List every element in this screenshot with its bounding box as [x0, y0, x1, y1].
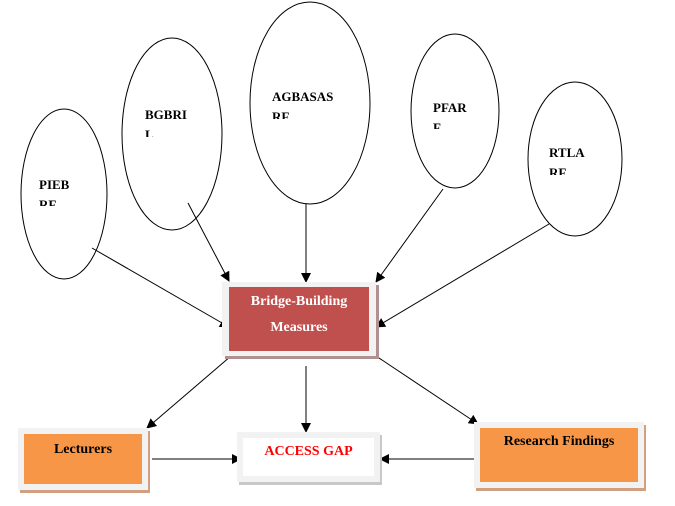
center-box-fill: Bridge-Building Measures: [229, 287, 369, 351]
ellipse-agbasas: [249, 1, 371, 205]
lecturers-fill: Lecturers: [24, 434, 142, 484]
arrow-pieb-to-center: [91, 247, 230, 328]
ellipse-bgbril: [121, 37, 223, 231]
ellipse-pieb-label: PIEB: [39, 177, 70, 192]
arrow-center-to-lecturers: [146, 355, 232, 429]
ellipse-rtla-label-2: RF: [549, 165, 566, 180]
center-label-1: Bridge-Building: [250, 294, 348, 309]
arrow-bgbril-to-center: [187, 202, 230, 282]
arrow-rtla-to-center: [375, 223, 550, 328]
ellipse-agbasas-label-2: RF: [272, 109, 289, 124]
ellipse-pfarf: [410, 33, 500, 189]
ellipse-rtla-label: RTLA: [549, 145, 585, 160]
research-findings-fill: Research Findings: [480, 428, 638, 482]
arrow-center-to-research: [375, 355, 479, 425]
ellipse-pfarf-label-2: F: [433, 120, 441, 135]
center-label-2: Measures: [270, 320, 328, 335]
ellipse-agbasas-label: AGBASAS: [272, 89, 333, 104]
center-box: Bridge-Building Measures: [222, 282, 376, 356]
ellipse-pieb: [20, 108, 108, 280]
access-gap-fill: ACCESS GAP: [243, 438, 374, 476]
ellipse-rtla: [527, 81, 623, 237]
ellipse-pfarf-label: PFAR: [433, 100, 467, 115]
ellipse-pieb-label-2: RF: [39, 197, 56, 212]
ellipse-bgbril-label: BGBRI: [145, 107, 187, 122]
ellipse-bgbril-label-2: L: [145, 127, 154, 142]
lecturers-box: Lecturers: [18, 428, 148, 490]
access-gap-box: ACCESS GAP: [237, 432, 380, 482]
research-findings-box: Research Findings: [474, 422, 644, 488]
arrow-pfarf-to-center: [375, 188, 444, 283]
